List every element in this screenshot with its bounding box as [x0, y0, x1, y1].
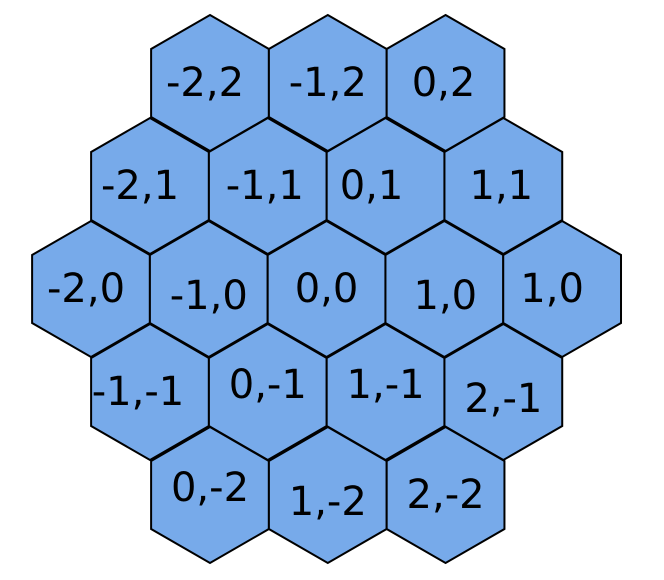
hex-label: -2,2	[166, 60, 244, 106]
hex-label: 0,-1	[229, 362, 307, 408]
hex-cell: 0,0	[266, 219, 387, 359]
hex-label: 1,-1	[347, 362, 425, 408]
hex-cell: 1,-1	[325, 322, 446, 462]
hex-cell: 0,-1	[207, 322, 328, 462]
hex-label: -2,0	[47, 266, 125, 312]
hex-label: -1,0	[170, 273, 248, 319]
hex-cell: 0,-2	[150, 425, 270, 565]
hex-cell: 2,-1	[443, 322, 564, 462]
hex-label: -1,2	[289, 60, 367, 106]
hex-label: 1,1	[470, 163, 534, 209]
hex-cell: -2,2	[150, 13, 270, 153]
hex-label: -1,1	[226, 163, 304, 209]
hex-shape	[385, 425, 506, 565]
hex-cell: -1,0	[148, 219, 269, 359]
hex-cell: -1,-1	[90, 322, 210, 462]
hex-cell: 1,0	[384, 219, 505, 359]
hex-cell: -2,1	[90, 116, 210, 256]
hex-cell: -2,0	[31, 219, 151, 359]
hex-label: 0,1	[340, 163, 404, 209]
hex-label: 1,0	[520, 266, 584, 312]
hex-cell: 1,1	[443, 116, 564, 256]
hex-label: -1,-1	[92, 369, 184, 415]
hex-label: 0,2	[412, 60, 476, 106]
hex-label: -2,1	[101, 163, 179, 209]
hex-label: 2,-1	[464, 376, 542, 422]
hex-cell: 2,-2	[385, 425, 506, 565]
hex-label: 2,-2	[407, 472, 485, 518]
hex-cell: -1,2	[267, 13, 388, 153]
hex-cell: 1,0	[502, 219, 623, 359]
hex-label: 1,0	[414, 273, 478, 319]
hex-label: 0,-2	[171, 465, 249, 511]
hex-label: 0,0	[295, 266, 359, 312]
hex-label: 1,-2	[289, 479, 367, 525]
